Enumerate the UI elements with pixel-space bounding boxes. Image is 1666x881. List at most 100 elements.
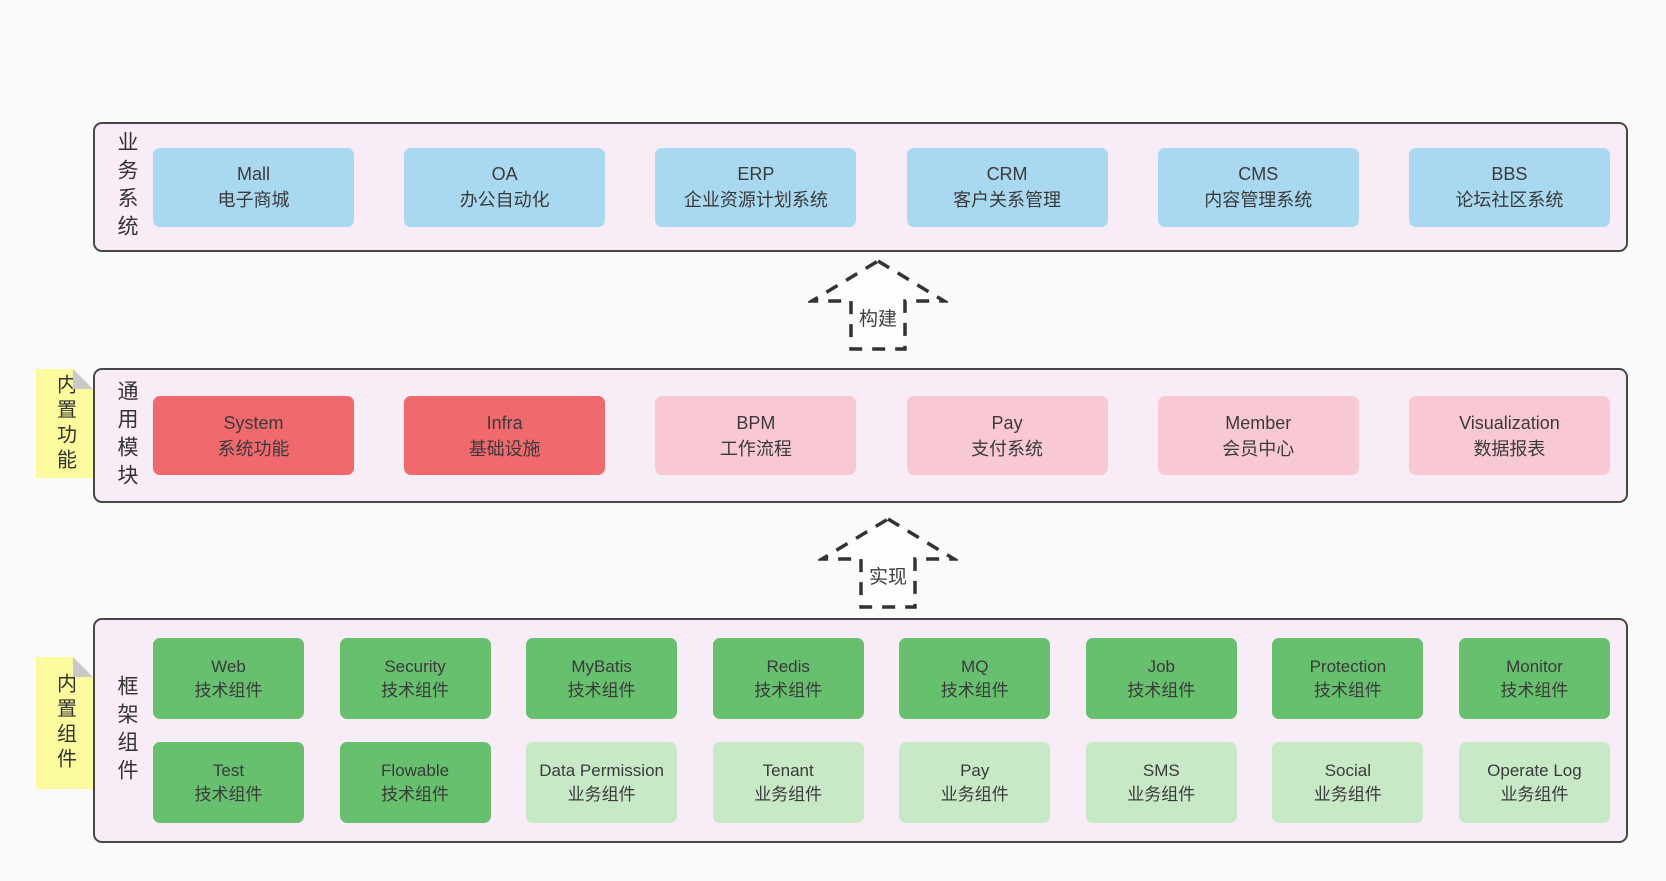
box-subtitle: 业务组件 [940,784,1009,804]
component-rows: Web 技术组件 Security 技术组件 MyBatis 技术组件 Redi… [141,620,1626,841]
build-arrow-label: 构建 [859,308,897,330]
box-monitor: Monitor 技术组件 [1458,638,1610,719]
box-subtitle: 技术组件 [381,680,450,700]
box-title: Job [1147,656,1176,676]
box-title: Redis [766,656,810,676]
box-title: Web [211,656,246,676]
box-mq: MQ 技术组件 [899,638,1051,719]
box-subtitle: 技术组件 [194,680,263,700]
box-subtitle: 技术组件 [194,784,263,804]
band-business-systems: 业务系统 Mall 电子商城 OA 办公自动化 ERP 企业资源计划系统 CRM… [93,122,1628,252]
box-title: ERP [737,164,775,184]
box-subtitle: 会员中心 [1222,438,1295,459]
box-title: System [223,412,284,433]
box-subtitle: 技术组件 [381,784,450,804]
box-title: Test [212,760,245,780]
box-subtitle: 内容管理系统 [1204,190,1313,210]
box-title: Flowable [381,760,450,780]
box-title: MyBatis [571,656,632,676]
build-up-arrow-icon: 构建 [808,258,948,351]
box-subtitle: 电子商城 [217,190,290,210]
box-title: Mall [236,164,270,184]
box-title: Tenant [762,760,814,780]
module-boxes: System 系统功能 Infra 基础设施 BPM 工作流程 Pay 支付系统… [141,370,1626,501]
box-mybatis: MyBatis 技术组件 [526,638,678,719]
business-boxes: Mall 电子商城 OA 办公自动化 ERP 企业资源计划系统 CRM 客户关系… [141,124,1626,250]
component-row-1: Web 技术组件 Security 技术组件 MyBatis 技术组件 Redi… [153,638,1610,719]
box-title: MQ [961,656,989,676]
box-mall: Mall 电子商城 [153,147,354,227]
box-title: Member [1225,412,1292,433]
box-subtitle: 业务组件 [754,784,823,804]
sticky-note-label: 内置组件 [53,673,76,773]
box-subtitle: 业务组件 [1127,784,1196,804]
box-subtitle: 客户关系管理 [953,190,1062,210]
box-title: Data Permission [539,760,664,780]
box-title: Monitor [1506,656,1563,676]
box-title: CMS [1238,164,1279,184]
box-test: Test 技术组件 [153,742,304,823]
box-data-permission: Data Permission 业务组件 [526,742,678,823]
implement-arrow-label: 实现 [869,566,907,588]
box-title: Visualization [1459,412,1560,433]
box-subtitle: 论坛社区系统 [1455,190,1564,210]
box-protection: Protection 技术组件 [1272,638,1424,719]
box-subtitle: 技术组件 [940,680,1009,700]
box-subtitle: 技术组件 [754,680,823,700]
box-title: SMS [1142,760,1180,780]
box-bbs: BBS 论坛社区系统 [1408,147,1610,227]
box-subtitle: 技术组件 [1127,680,1196,700]
box-oa: OA 办公自动化 [404,147,606,227]
box-subtitle: 技术组件 [1500,680,1569,700]
box-subtitle: 技术组件 [1313,680,1382,700]
box-subtitle: 系统功能 [217,438,290,459]
box-cms: CMS 内容管理系统 [1157,147,1359,227]
box-infra: Infra 基础设施 [404,396,606,475]
box-pay-component: Pay 业务组件 [899,742,1051,823]
box-redis: Redis 技术组件 [712,638,864,719]
box-title: Protection [1309,656,1387,676]
box-subtitle: 办公自动化 [459,190,550,210]
box-subtitle: 基础设施 [468,438,541,459]
box-title: Pay [991,412,1023,433]
sticky-note-built-in-components: 内置组件 [36,657,93,789]
box-title: Infra [486,412,523,433]
box-title: OA [491,164,518,184]
box-title: BPM [736,412,776,433]
box-flowable: Flowable 技术组件 [339,742,491,823]
band-components-label: 框架组件 [115,674,138,787]
box-social: Social 业务组件 [1272,742,1424,823]
sticky-note-built-in-features: 内置功能 [36,369,93,478]
band-framework-components: 框架组件 Web 技术组件 Security 技术组件 MyBatis 技术组件… [93,618,1628,843]
box-title: CRM [986,164,1028,184]
band-modules-label: 通用模块 [115,379,138,492]
implement-up-arrow-icon: 实现 [818,516,958,609]
box-job: Job 技术组件 [1085,638,1237,719]
box-system: System 系统功能 [153,396,354,475]
box-bpm: BPM 工作流程 [655,396,857,475]
box-title: Security [384,656,446,676]
box-subtitle: 企业资源计划系统 [683,190,828,210]
box-subtitle: 技术组件 [567,680,636,700]
up-arrow-shape [808,258,948,351]
band-common-modules: 通用模块 System 系统功能 Infra 基础设施 BPM 工作流程 Pay… [93,368,1628,503]
box-sms: SMS 业务组件 [1085,742,1237,823]
box-title: BBS [1491,164,1528,184]
band-business-label: 业务系统 [115,131,138,243]
box-title: Operate Log [1487,760,1582,780]
box-subtitle: 支付系统 [971,438,1044,459]
box-subtitle: 数据报表 [1473,438,1546,459]
box-pay: Pay 支付系统 [906,396,1108,475]
box-member: Member 会员中心 [1157,396,1359,475]
box-crm: CRM 客户关系管理 [906,147,1108,227]
box-subtitle: 业务组件 [1500,784,1569,804]
box-title: Social [1324,760,1372,780]
box-title: Pay [960,760,990,780]
up-arrow-shape [818,516,958,609]
box-tenant: Tenant 业务组件 [712,742,864,823]
box-security: Security 技术组件 [339,638,491,719]
box-subtitle: 业务组件 [1313,784,1382,804]
box-subtitle: 业务组件 [567,784,636,804]
box-erp: ERP 企业资源计划系统 [655,147,857,227]
